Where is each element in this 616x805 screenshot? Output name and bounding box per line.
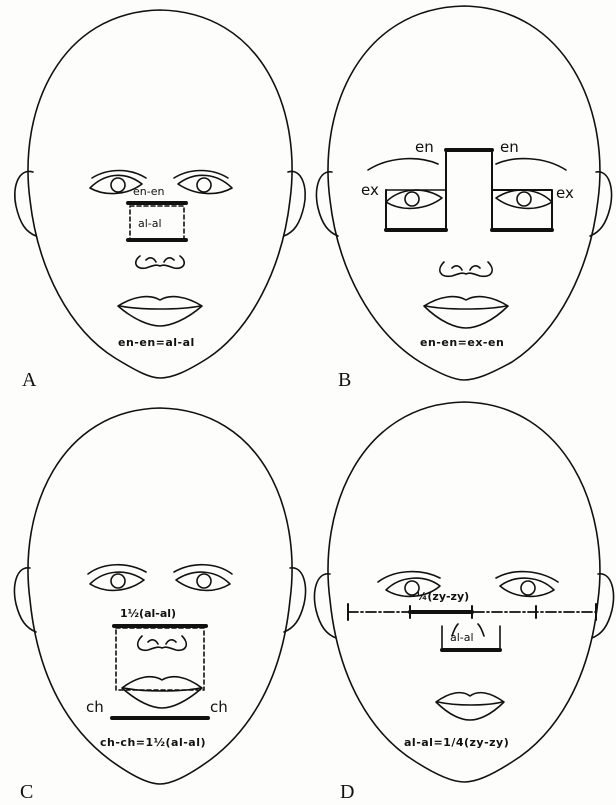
panel-d-mouth xyxy=(436,693,504,720)
panel-c-mouth xyxy=(122,677,202,708)
panel-d-measure-top-label: ¼(zy-zy) xyxy=(416,591,469,602)
panel-a-right-ear xyxy=(284,171,305,236)
panel-a-formula: en-en=al-al xyxy=(118,337,195,348)
panel-a-nose xyxy=(136,256,185,268)
panel-c-ch-left-label: ch xyxy=(86,700,104,715)
panel-d-left-ear xyxy=(315,574,336,638)
panel-a-top-measure-label: en-en xyxy=(133,186,164,197)
panel-c-formula: ch-ch=1½(al-al) xyxy=(100,737,206,748)
panel-c-face xyxy=(15,408,306,784)
panel-c-nose xyxy=(138,636,187,650)
panel-b-letter: B xyxy=(338,370,351,390)
panel-a-mouth xyxy=(118,297,202,326)
panel-b-ex-right-label: ex xyxy=(556,186,574,201)
panel-d-letter: D xyxy=(340,782,354,802)
panel-c-letter: C xyxy=(20,782,33,802)
panel-d-formula: al-al=1/4(zy-zy) xyxy=(404,737,509,748)
panel-b-formula: en-en=ex-en xyxy=(420,337,504,348)
panel-b-mouth xyxy=(424,297,508,328)
panel-b-en-left-label: en xyxy=(415,140,434,155)
panel-d-measure-bottom-label: al-al xyxy=(450,632,474,643)
panel-b-nose xyxy=(440,262,492,276)
panel-c-ch-right-label: ch xyxy=(210,700,228,715)
panel-c-head-outline xyxy=(28,408,292,784)
panel-a-bottom-measure-label: al-al xyxy=(138,218,162,229)
panel-b-en-right-label: en xyxy=(500,140,519,155)
panel-c-measure-label: 1½(al-al) xyxy=(120,608,176,619)
panel-b-ex-left-label: ex xyxy=(361,183,379,198)
panel-a-letter: A xyxy=(22,370,36,390)
panel-a-left-ear xyxy=(15,171,36,236)
